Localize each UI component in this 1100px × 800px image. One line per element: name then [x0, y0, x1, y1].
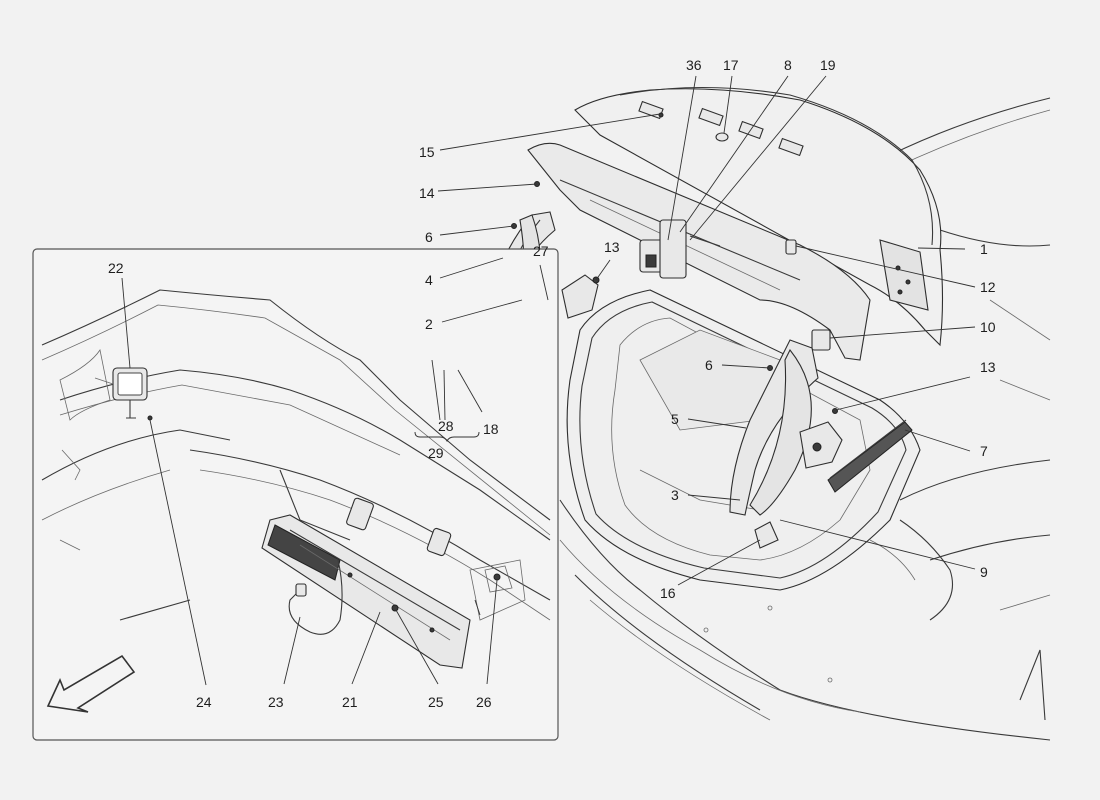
- callout-9: 9: [980, 564, 988, 580]
- callout-22: 22: [108, 260, 124, 276]
- leader-lines: [121, 75, 976, 686]
- callout-19: 19: [820, 57, 836, 73]
- callout-7: 7: [980, 443, 988, 459]
- callout-16: 16: [660, 585, 676, 601]
- callout-6-right: 6: [705, 357, 713, 373]
- right-hinge-assembly: [729, 339, 913, 549]
- callout-17: 17: [723, 57, 739, 73]
- trunk-lid: [527, 86, 944, 361]
- callout-1: 1: [980, 241, 988, 257]
- part-21-bracket-panel: [261, 514, 471, 669]
- callout-14: 14: [419, 185, 435, 201]
- callout-5: 5: [671, 411, 679, 427]
- callout-10: 10: [980, 319, 996, 335]
- callout-36: 36: [686, 57, 702, 73]
- callout-18: 18: [483, 421, 499, 437]
- direction-arrow-icon: [46, 654, 136, 713]
- callout-23: 23: [268, 694, 284, 710]
- callout-2: 2: [425, 316, 433, 332]
- callout-21: 21: [342, 694, 358, 710]
- callout-13-right: 13: [980, 359, 996, 375]
- callout-29: 29: [428, 445, 444, 461]
- car-rear-body: [559, 97, 1051, 741]
- callout-labels: 22 24 23 21 25 26 15 14 6 4 2 27 13 18 2…: [108, 57, 996, 710]
- callout-4: 4: [425, 272, 433, 288]
- callout-13-left: 13: [604, 239, 620, 255]
- callout-27: 27: [533, 243, 549, 259]
- callout-26: 26: [476, 694, 492, 710]
- callout-28: 28: [438, 418, 454, 434]
- callout-8: 8: [784, 57, 792, 73]
- callout-24: 24: [196, 694, 212, 710]
- callout-3: 3: [671, 487, 679, 503]
- callout-12: 12: [980, 279, 996, 295]
- callout-25: 25: [428, 694, 444, 710]
- callout-15: 15: [419, 144, 435, 160]
- callout-6-left: 6: [425, 229, 433, 245]
